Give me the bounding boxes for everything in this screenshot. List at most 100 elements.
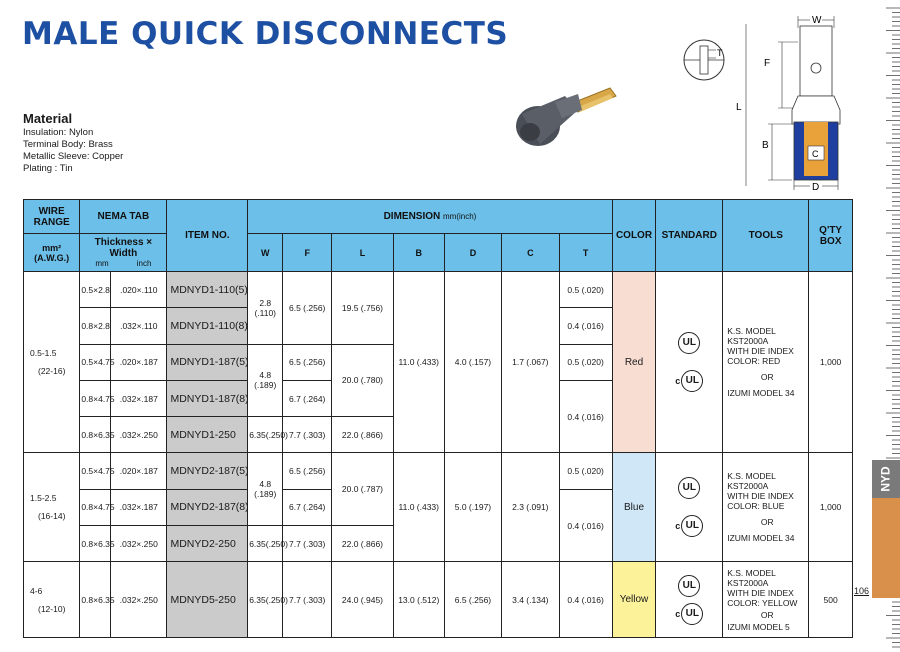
header-col-C: C xyxy=(501,233,560,272)
tab-inch: .020×.110 xyxy=(110,270,168,309)
dim-T: 0.5 (.020) xyxy=(558,343,613,381)
header-col-W: W xyxy=(247,233,284,272)
dim-W: 2.8 (.110) xyxy=(247,271,284,345)
header-col-L: L xyxy=(331,233,394,272)
tab-inch: .032×.250 xyxy=(110,561,168,638)
item-number: MDNYD2-250 xyxy=(166,525,249,563)
dim-T: 0.4 (.016) xyxy=(558,307,613,345)
label-B: B xyxy=(762,140,769,151)
terminal-drawing: W F L C B D xyxy=(736,15,841,193)
item-number: MDNYD1-110(8) xyxy=(166,307,249,345)
material-line: Plating : Tin xyxy=(23,163,73,174)
header-dimension: DIMENSION mm(inch) xyxy=(247,199,613,234)
dim-T: 0.4 (.016) xyxy=(558,561,613,638)
tab-thickness-icon: T xyxy=(683,39,725,81)
qty-cell: 500 xyxy=(808,561,853,638)
tab-inch: .020×.187 xyxy=(110,343,168,381)
item-number: MDNYD1-110(5) xyxy=(166,270,249,309)
dim-F: 6.5 (.256) xyxy=(282,271,333,345)
header-tools: TOOLS xyxy=(722,199,810,272)
dim-L: 24.0 (.945) xyxy=(331,561,394,638)
dim-F: 7.7 (.303) xyxy=(282,561,333,638)
dim-L: 22.0 (.866) xyxy=(331,416,394,454)
dim-D: 5.0 (.197) xyxy=(443,452,503,563)
tab-inch: .032×.110 xyxy=(110,307,168,345)
ul-icon: UL xyxy=(678,332,701,355)
dim-D: 4.0 (.157) xyxy=(443,270,503,454)
dim-F: 6.7 (.264) xyxy=(282,488,333,527)
dim-L: 22.0 (.866) xyxy=(331,525,394,563)
section-tab-color xyxy=(872,498,900,598)
header-nema-tab: NEMA TAB xyxy=(79,199,168,234)
dim-C: 1.7 (.067) xyxy=(501,270,560,454)
item-number: MDNYD1-250 xyxy=(166,416,249,454)
tab-mm: 0.8×4.75 xyxy=(79,379,115,418)
dim-F: 6.7 (.264) xyxy=(282,379,333,418)
tab-mm: 0.8×2.8 xyxy=(79,307,112,345)
ul-icon: UL xyxy=(678,574,701,597)
spec-table: WIRE RANGE NEMA TAB ITEM NO. DIMENSION m… xyxy=(22,199,853,638)
dim-B: 11.0 (.433) xyxy=(392,270,445,454)
tab-inch: .020×.187 xyxy=(110,452,168,490)
wire-range-cell: 1.5-2.5(16-14) xyxy=(22,452,81,563)
product-image xyxy=(516,87,617,146)
page-title: MALE QUICK DISCONNECTS xyxy=(22,16,509,52)
wire-range-cell: 4-6(12-10) xyxy=(22,561,81,638)
color-cell: Blue xyxy=(611,452,657,563)
dim-F: 6.5 (.256) xyxy=(282,452,333,490)
page-number: 106 xyxy=(854,586,870,596)
tab-mm: 0.8×6.35 xyxy=(79,416,115,454)
tab-inch: .032×.187 xyxy=(110,488,168,527)
header-mm2: mm²(A.W.G.) xyxy=(22,233,81,272)
dim-T: 0.4 (.016) xyxy=(558,488,613,563)
header-col-D: D xyxy=(443,233,503,272)
header-wire-range: WIRE RANGE xyxy=(22,199,81,234)
qty-cell: 1,000 xyxy=(808,452,853,563)
header-qty-box: Q'TY BOX xyxy=(808,199,853,272)
header-col-F: F xyxy=(282,233,333,272)
material-line: Metallic Sleeve: Copper xyxy=(23,151,124,162)
dim-T: 0.5 (.020) xyxy=(558,452,613,490)
item-number: MDNYD1-187(5) xyxy=(166,343,249,381)
header-color: COLOR xyxy=(611,199,657,272)
tab-mm: 0.5×4.75 xyxy=(79,343,115,381)
dim-D: 6.5 (.256) xyxy=(443,561,503,638)
dim-B: 11.0 (.433) xyxy=(392,452,445,563)
dim-W: 4.8 (.189) xyxy=(247,452,284,527)
label-C: C xyxy=(812,149,819,159)
dim-L: 20.0 (.787) xyxy=(331,452,394,527)
dim-C: 3.4 (.134) xyxy=(501,561,560,638)
dim-C: 2.3 (.091) xyxy=(501,452,560,563)
material-line: Terminal Body: Brass xyxy=(23,139,113,150)
material-heading: Material xyxy=(23,111,73,126)
label-L: L xyxy=(736,102,742,113)
color-cell: Yellow xyxy=(611,561,657,638)
material-line: Insulation: Nylon xyxy=(23,127,94,138)
dim-W: 6.35(.250) xyxy=(247,525,288,563)
header-col-B: B xyxy=(392,233,445,272)
dim-F: 7.7 (.303) xyxy=(282,525,333,563)
dim-W: 6.35(.250) xyxy=(247,561,288,638)
ul-icon: UL xyxy=(678,477,701,500)
material-block: Material Insulation: Nylon Terminal Body… xyxy=(23,111,124,175)
dim-W: 4.8 (.189) xyxy=(247,343,284,418)
label-F: F xyxy=(764,58,770,69)
header-standard: STANDARD xyxy=(655,199,724,272)
dim-L: 19.5 (.756) xyxy=(331,271,394,345)
tab-inch: .032×.250 xyxy=(110,416,168,454)
tab-mm: 0.5×4.75 xyxy=(79,452,115,490)
dim-B: 13.0 (.512) xyxy=(392,561,445,638)
dim-T: 0.5 (.020) xyxy=(558,270,613,309)
label-D: D xyxy=(812,182,819,193)
tab-mm: 0.8×4.75 xyxy=(79,488,115,527)
item-number: MDNYD1-187(8) xyxy=(166,379,249,418)
tab-inch: .032×.250 xyxy=(110,525,168,563)
